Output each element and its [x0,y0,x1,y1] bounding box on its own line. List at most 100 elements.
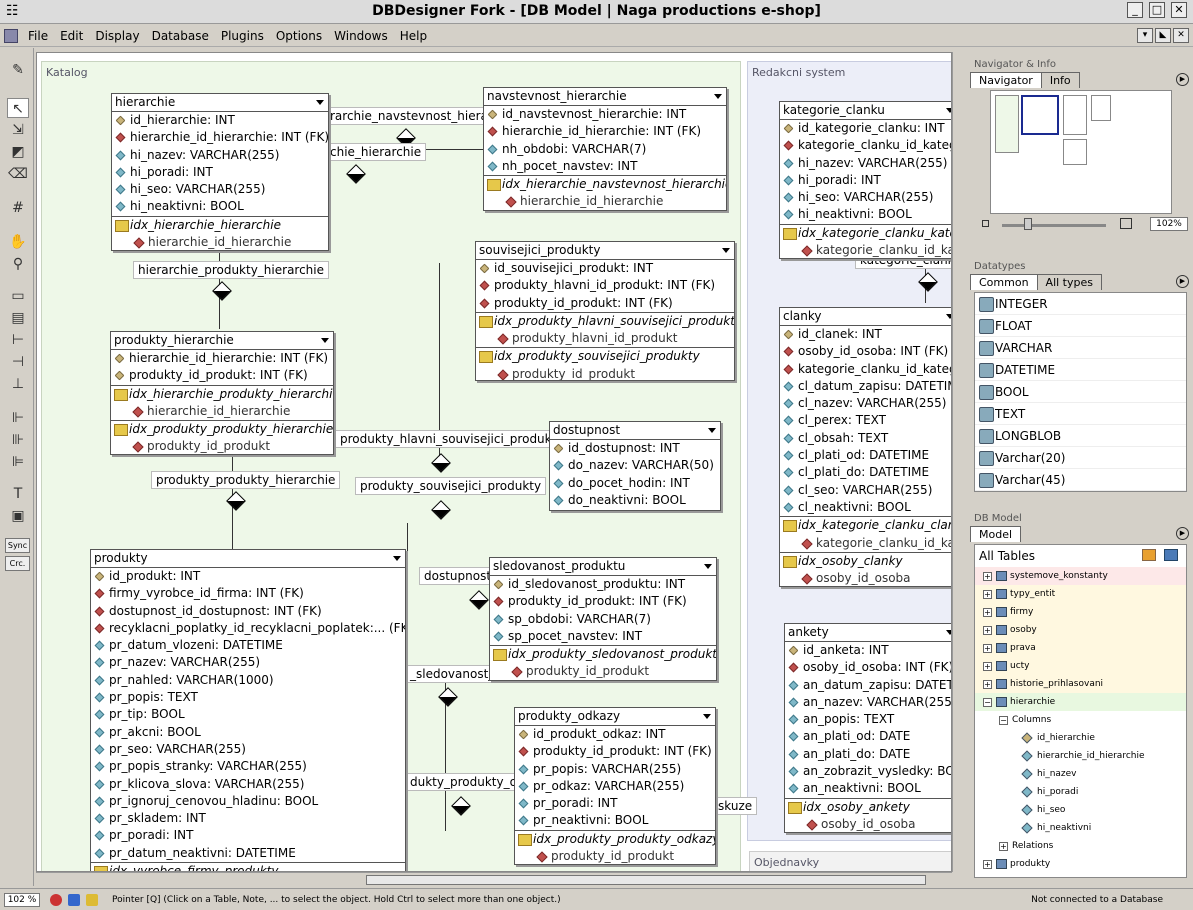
navigator-minimap[interactable] [990,90,1172,214]
new-table-icon[interactable] [1142,549,1156,561]
image-tool-icon[interactable]: ▣ [11,508,25,524]
datatype-item[interactable]: INTEGER [975,293,1186,315]
expand-toggle-icon[interactable]: − [983,697,992,707]
expand-toggle-icon[interactable]: + [983,859,992,869]
menu-edit[interactable]: Edit [60,28,84,43]
table-column[interactable]: id_hierarchie: INT [112,112,328,129]
table-column[interactable]: pr_ignoruj_cenovou_hladinu: BOOL [91,793,405,810]
table-header[interactable]: produkty_hierarchie [111,332,333,350]
stop-icon[interactable] [50,893,62,906]
design-mode-icon[interactable]: ✎ [12,62,24,78]
table-header[interactable]: produkty [91,550,405,568]
table-column[interactable]: hi_nazev: VARCHAR(255) [112,147,328,164]
table-column[interactable]: pr_tip: BOOL [91,706,405,723]
tree-column-item[interactable]: id_hierarchie [975,729,1186,747]
tree-table-item[interactable]: −hierarchie [975,693,1186,711]
table-column[interactable]: hierarchie_id_hierarchie: INT (FK) [112,129,328,146]
table-column[interactable]: recyklacni_poplatky_id_recyklacni_poplat… [91,620,405,637]
table-column[interactable]: cl_seo: VARCHAR(255) [780,482,951,499]
table-column[interactable]: pr_datum_vlozeni: DATETIME [91,637,405,654]
horizontal-scrollbar[interactable] [36,872,952,886]
menu-windows[interactable]: Windows [334,28,388,43]
table-column[interactable]: hi_nazev: VARCHAR(255) [780,155,951,172]
zoom-field[interactable]: 102 % [4,892,40,907]
table-column[interactable]: id_produkt: INT [91,568,405,585]
table-column[interactable]: pr_popis: TEXT [91,689,405,706]
horizontal-scroll-thumb[interactable] [366,875,926,885]
tab-info[interactable]: Info [1040,72,1080,88]
table-column[interactable]: hi_seo: VARCHAR(255) [112,181,328,198]
zoom-slider[interactable] [1002,224,1106,227]
relation-1n-sub-tool-icon[interactable]: ⊩ [11,410,25,426]
relation-label[interactable]: chie_hierarchie [325,143,427,161]
table-column[interactable]: pr_poradi: INT [515,795,715,812]
table-index[interactable]: idx_produkty_produkty_hierarchie [111,420,333,438]
datatype-item[interactable]: FLOAT [975,315,1186,337]
table-column[interactable]: kategorie_clanku_id_kategor [780,361,951,378]
table-column[interactable]: cl_datum_zapisu: DATETIME [780,378,951,395]
relation-1n-tool-icon[interactable]: ⊢ [11,332,25,348]
tree-column-item[interactable]: hi_nazev [975,765,1186,783]
crc-button[interactable]: Crc. [5,556,30,571]
relation-11-tool-icon[interactable]: ⊣ [11,354,25,370]
save-icon[interactable] [68,893,80,906]
expand-toggle-icon[interactable]: + [983,607,992,617]
tree-table-item[interactable]: +ucty [975,657,1186,675]
tree-table-item[interactable]: +historie_prihlasovani [975,675,1186,693]
model-tree[interactable]: All Tables+systemove_konstanty+typy_enti… [974,544,1187,878]
tree-table-item[interactable]: +typy_entit [975,585,1186,603]
menu-database[interactable]: Database [151,28,209,43]
maximize-button[interactable]: □ [1149,2,1165,18]
expand-toggle-icon[interactable]: + [999,841,1008,851]
tree-root[interactable]: All Tables [975,545,1186,567]
tree-table-item[interactable]: +firmy [975,603,1186,621]
hand-tool-icon[interactable]: ✋ [9,234,27,250]
table-column[interactable]: an_plati_do: DATE [785,746,951,763]
table-column[interactable]: an_datum_zapisu: DATETI [785,677,951,694]
table-column[interactable]: pr_seo: VARCHAR(255) [91,741,405,758]
table-column[interactable]: sp_pocet_navstev: INT [490,628,716,645]
table-column[interactable]: pr_odkaz: VARCHAR(255) [515,778,715,795]
resize-tool-icon[interactable]: ◩ [11,144,25,160]
table-header[interactable]: dostupnost [550,422,720,440]
datatype-item[interactable]: BOOL [975,381,1186,403]
relation-11-sub-tool-icon[interactable]: ⊪ [11,432,25,448]
table-column[interactable]: id_navstevnost_hierarchie: INT [484,106,726,123]
doc-close-icon[interactable]: ✕ [1173,28,1189,43]
relation-label[interactable]: rarchie_navstevnost_hierar [325,107,498,125]
table-column[interactable]: cl_obsah: TEXT [780,430,951,447]
expand-toggle-icon[interactable]: + [983,661,992,671]
table-column[interactable]: hi_neaktivni: BOOL [112,198,328,215]
datatype-item[interactable]: LONGBLOB [975,425,1186,447]
window-menu-icon[interactable]: ☷ [6,3,19,19]
relation-label[interactable]: produkty_hlavni_souvisejici_produkty [335,430,569,448]
table-column[interactable]: id_dostupnost: INT [550,440,720,457]
tree-table-item[interactable]: +osoby [975,621,1186,639]
table-column[interactable]: id_produkt_odkaz: INT [515,726,715,743]
table-index[interactable]: idx_osoby_ankety [785,797,951,816]
table-header[interactable]: sledovanost_produktu [490,558,716,576]
table-column[interactable]: hi_seo: VARCHAR(255) [780,189,951,206]
table-column[interactable]: pr_neaktivni: BOOL [515,812,715,829]
tree-column-item[interactable]: hierarchie_id_hierarchie [975,747,1186,765]
table-column[interactable]: id_kategorie_clanku: INT [780,120,951,137]
table-index[interactable]: idx_vyrobce_firmy_produkty [91,862,405,871]
table-index[interactable]: idx_produkty_souvisejici_produkty [476,347,734,365]
expand-toggle-icon[interactable]: + [983,571,992,581]
close-button[interactable]: ✕ [1171,2,1187,18]
region-tool-icon[interactable]: ▭ [11,288,25,304]
menu-display[interactable]: Display [95,28,140,43]
table-column[interactable]: id_souvisejici_produkt: INT [476,260,734,277]
tree-table-item[interactable]: +prava [975,639,1186,657]
table-column[interactable]: cl_plati_do: DATETIME [780,464,951,481]
datatype-item[interactable]: Varchar(45) [975,469,1186,491]
tab-common[interactable]: Common [970,274,1038,290]
